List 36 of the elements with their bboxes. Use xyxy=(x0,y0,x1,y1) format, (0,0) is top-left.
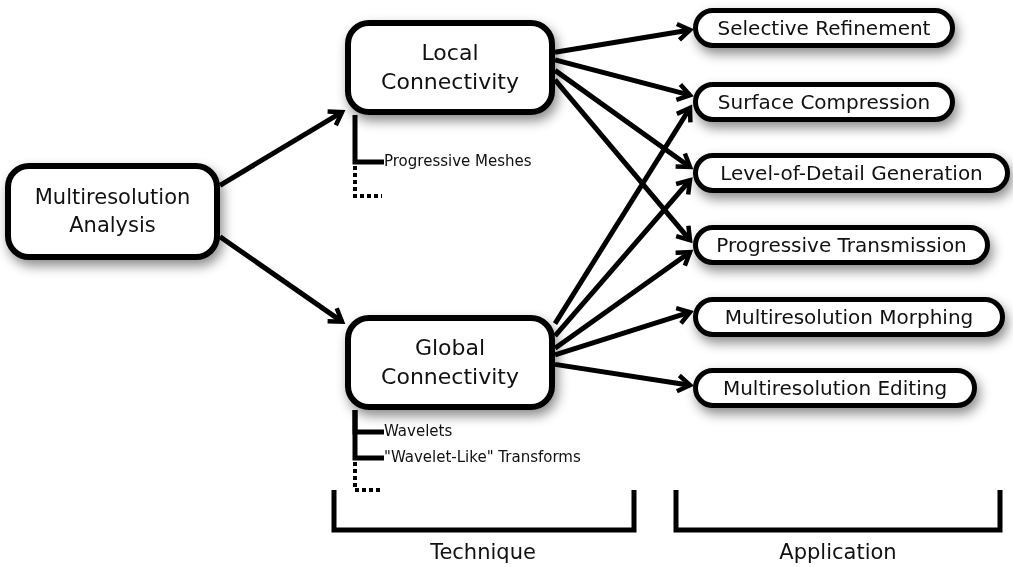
rounded-box xyxy=(345,315,555,410)
item-label: "Wavelet-Like" Transforms xyxy=(384,447,644,469)
arrow xyxy=(554,57,693,103)
arrow xyxy=(552,105,693,325)
node-text: Multiresolution Morphing xyxy=(724,304,974,330)
arrow xyxy=(553,78,693,243)
application-pill xyxy=(693,368,977,408)
rounded-box xyxy=(5,163,220,260)
node-text: Global Connectivity xyxy=(380,333,520,391)
node-text: Progressive Transmission xyxy=(716,232,967,258)
arrow xyxy=(554,305,693,358)
application-pill xyxy=(693,8,955,48)
arrow xyxy=(553,249,693,351)
node-text: Surface Compression xyxy=(717,89,931,115)
node-text: Selective Refinement xyxy=(717,15,931,41)
node-text: Level-of-Detail Generation xyxy=(720,160,983,186)
tree-connector xyxy=(352,115,384,165)
application-pill xyxy=(693,225,990,265)
application-pill xyxy=(693,153,1010,193)
arrow xyxy=(218,109,345,188)
arrow xyxy=(553,68,693,170)
item-label: Progressive Meshes xyxy=(384,151,584,173)
tree-connector xyxy=(352,410,384,461)
application-pill xyxy=(693,297,1005,337)
rounded-box xyxy=(345,20,555,115)
item-label: Wavelets xyxy=(384,421,504,443)
arrow xyxy=(553,177,693,338)
arrow xyxy=(554,361,693,394)
bracket-caption: Technique xyxy=(430,540,536,564)
node-text: Local Connectivity xyxy=(380,38,520,96)
arrow xyxy=(554,21,693,55)
node-text: Multiresolution Analysis xyxy=(33,184,192,239)
arrow xyxy=(218,234,345,324)
node-text: Multiresolution Editing xyxy=(722,375,948,401)
bracket-caption: Application xyxy=(779,540,897,564)
application-pill xyxy=(693,82,955,122)
